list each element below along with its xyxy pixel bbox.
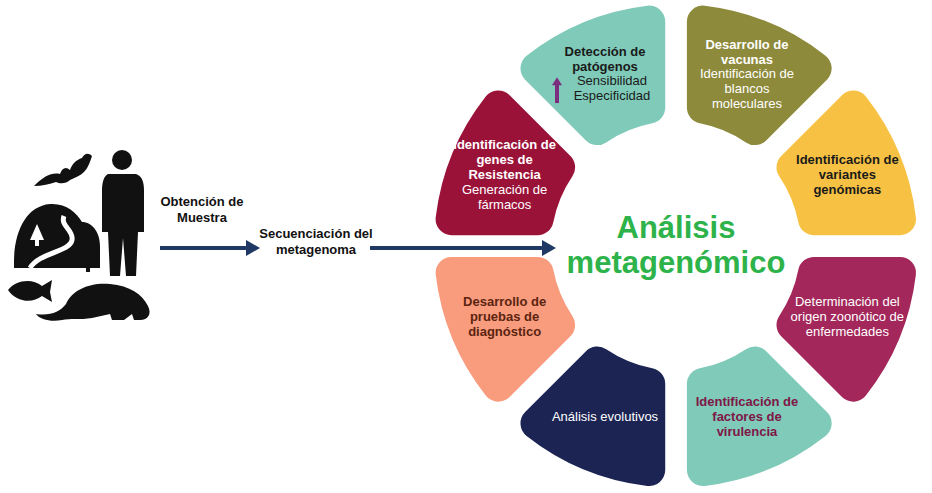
flow-arrow (160, 246, 248, 250)
segment-body: Identificación de blancos moleculares (688, 67, 806, 112)
segment-text: Detección de patógenosSensibilidad Espec… (546, 45, 664, 105)
segment-fill (777, 257, 917, 402)
segment-fill (687, 347, 832, 487)
segment-fill (436, 257, 576, 402)
segment-text: Análisis evolutivos (546, 410, 664, 425)
segment-heading: Identificación de variantes genómicas (788, 153, 906, 198)
arrow-glyph (552, 77, 562, 103)
tree (80, 246, 96, 272)
pangolin-silhouette (36, 284, 150, 321)
person-silhouette (102, 174, 144, 276)
segment-heading: Identificación de genes de Resistencia (446, 138, 564, 183)
person-head (112, 150, 132, 170)
step-label: Secuenciación del metagenoma (258, 226, 374, 257)
segment-fill (687, 6, 832, 146)
segment-heading: Determinación del origen zoonótico de en… (788, 295, 906, 340)
virulence-segment: Identificación de factores de virulencia (674, 332, 849, 490)
variant-segment: Identificación de variantes genómicas (762, 73, 920, 248)
segment-fill (436, 90, 576, 235)
segment-heading: Identificación de factores de virulencia (688, 395, 806, 440)
tree (30, 224, 44, 246)
arrow-head (542, 240, 556, 256)
road (30, 216, 72, 268)
segment-body: Sensibilidad Especificidad (546, 75, 664, 105)
segment-body: Generación de fármacos (446, 182, 564, 212)
segment-text: Identificación de variantes genómicas (788, 153, 906, 198)
segment-text: Identificación de genes de ResistenciaGe… (446, 138, 564, 213)
center-title: Análisis metagenómico (554, 211, 798, 280)
segment-text: Desarrollo de vacunasIdentificación de b… (688, 37, 806, 112)
resistance-segment: Identificación de genes de ResistenciaGe… (432, 73, 590, 248)
segment-fill (520, 347, 665, 487)
segment-text: Desarrollo de pruebas de diagnóstico (446, 295, 564, 340)
segment-heading: Análisis evolutivos (546, 410, 664, 425)
segment-heading: Detección de patógenos (546, 45, 664, 75)
step-label: Obtención de Muestra (150, 194, 254, 225)
increase-arrow-icon (552, 77, 562, 103)
bat-silhouette (34, 154, 92, 186)
segment-text: Identificación de factores de virulencia (688, 395, 806, 440)
arrow-head (246, 240, 260, 256)
diagnostic-segment: Desarrollo de pruebas de diagnóstico (432, 244, 590, 419)
fish-silhouette (8, 280, 52, 302)
segment-fill (520, 6, 665, 146)
segment-fill (777, 90, 917, 235)
segment-text: Determinación del origen zoonótico de en… (788, 295, 906, 340)
segment-heading: Desarrollo de vacunas (688, 37, 806, 67)
segment-heading: Desarrollo de pruebas de diagnóstico (446, 295, 564, 340)
flow-arrow (370, 246, 544, 250)
